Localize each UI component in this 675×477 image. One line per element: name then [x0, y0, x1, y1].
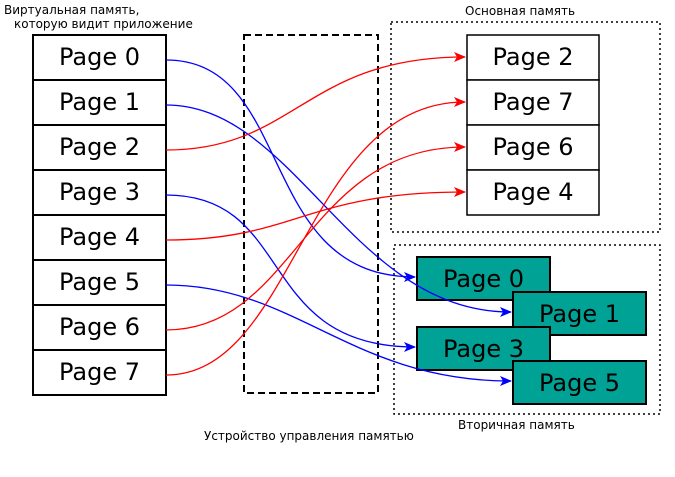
main-memory-page-2 — [466, 124, 600, 171]
virtual-memory-title-line1: Виртуальная память, — [4, 3, 139, 17]
main-memory-page-0 — [466, 34, 600, 81]
virtual-page-label: Page 7 — [59, 358, 140, 386]
virtual-page-3 — [32, 169, 167, 216]
secondary-memory-title: Вторичная память — [458, 418, 575, 432]
mapping-page-3-to-secondary-page-3 — [165, 194, 416, 352]
secondary-memory-page-label: Page 1 — [539, 300, 620, 328]
virtual-page-label: Page 5 — [59, 268, 140, 296]
virtual-page-6 — [32, 304, 167, 351]
virtual-page-7 — [32, 349, 167, 396]
main-memory-page-label: Page 6 — [493, 133, 574, 161]
virtual-page-label: Page 1 — [59, 88, 140, 116]
virtual-page-label: Page 4 — [59, 223, 140, 251]
virtual-pages: Page 0 Page 1 Page 2 Page 3 Page 4 Page 5 Page… — [32, 34, 167, 396]
main-memory-page-label: Page 4 — [493, 178, 574, 206]
main-memory-title: Основная память — [465, 4, 575, 18]
mmu-box — [243, 34, 379, 394]
secondary-memory-page-label: Page 5 — [539, 369, 620, 397]
page-mappings — [165, 52, 512, 386]
virtual-page-5 — [32, 259, 167, 306]
virtual-page-label: Page 3 — [59, 178, 140, 206]
virtual-page-label: Page 6 — [59, 313, 140, 341]
mapping-page-7-to-main-page-7 — [165, 97, 466, 376]
virtual-page-label: Page 2 — [59, 133, 140, 161]
virtual-memory-title-line2: которую видит приложение — [14, 17, 193, 31]
mapping-page-6-to-main-page-6 — [165, 142, 466, 331]
mapping-page-0-to-secondary-page-0 — [165, 59, 416, 282]
main-memory-pages: Page 2 Page 7 Page 6 Page 4 — [466, 34, 600, 216]
main-memory-page-3 — [466, 169, 600, 216]
secondary-memory-page-3 — [512, 360, 647, 405]
main-memory-page-label: Page 2 — [493, 43, 574, 71]
mapping-page-4-to-main-page-4 — [165, 187, 466, 241]
mmu-title: Устройство управления памятью — [204, 429, 414, 443]
secondary-memory-region — [393, 244, 661, 415]
main-memory-page-label: Page 7 — [493, 88, 574, 116]
virtual-page-label: Page 0 — [59, 43, 140, 71]
secondary-memory-pages: Page 0 Page 1 Page 3 Page 5 — [416, 256, 647, 405]
virtual-page-0 — [32, 34, 167, 81]
secondary-memory-page-label: Page 3 — [443, 335, 524, 363]
virtual-page-2 — [32, 124, 167, 171]
mapping-page-5-to-secondary-page-5 — [165, 284, 512, 386]
secondary-memory-page-label: Page 0 — [443, 265, 524, 293]
mapping-page-2-to-main-page-2 — [165, 52, 466, 151]
mapping-page-1-to-secondary-page-1 — [165, 104, 512, 317]
